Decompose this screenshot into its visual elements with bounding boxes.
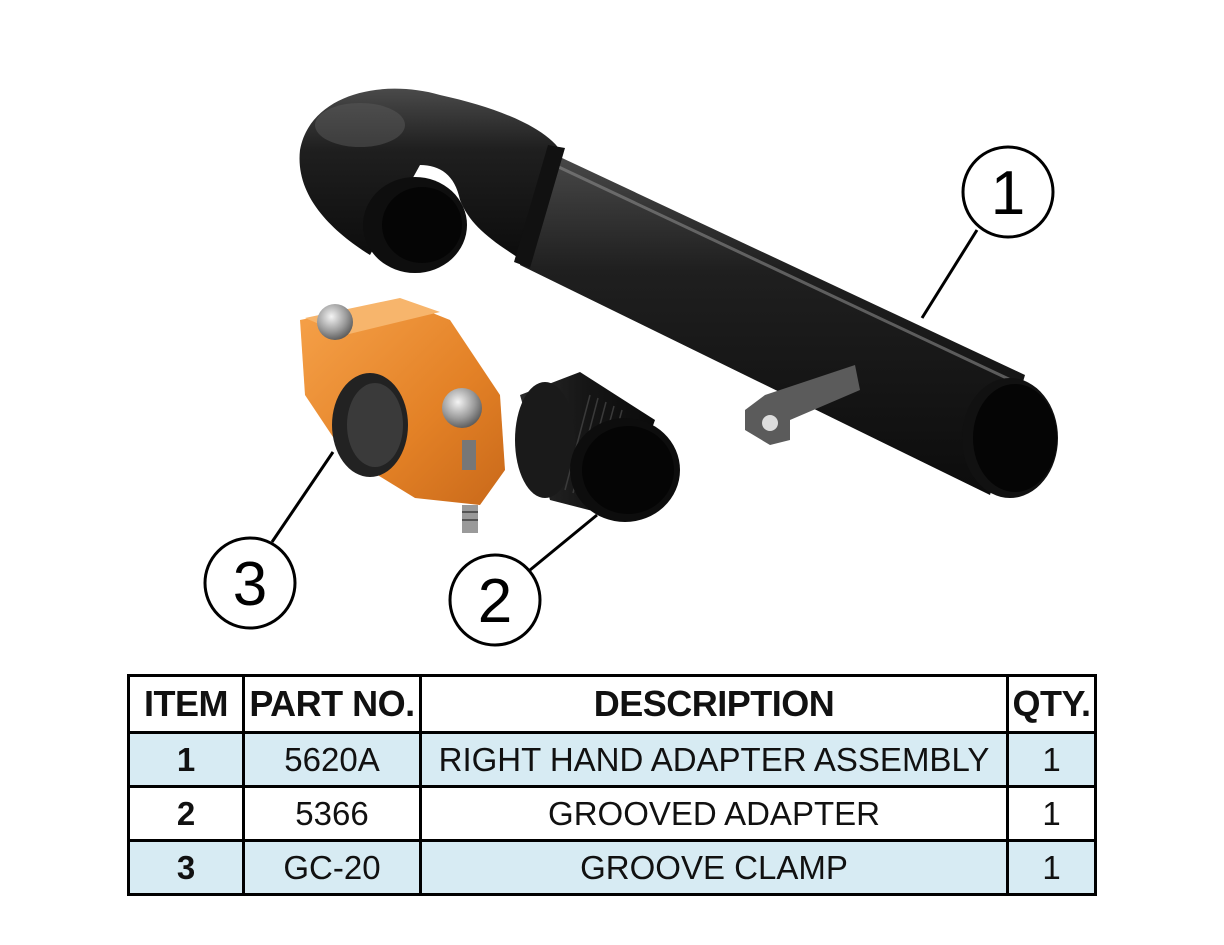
cell-qty: 1 (1006, 839, 1097, 896)
callout-3-leader (270, 451, 335, 543)
callout-2-leader (529, 513, 598, 572)
table-row: 3 GC-20 GROOVE CLAMP 1 (127, 839, 1097, 896)
table-row: 2 5366 GROOVED ADAPTER 1 (127, 785, 1097, 842)
table-row: 1 5620A RIGHT HAND ADAPTER ASSEMBLY 1 (127, 731, 1097, 788)
cell-description: GROOVE CLAMP (419, 839, 1009, 896)
groove-clamp-part (300, 298, 505, 533)
header-qty: QTY. (1006, 674, 1097, 734)
parts-illustration: 1 2 3 (203, 88, 1058, 647)
cell-qty: 1 (1006, 731, 1097, 788)
cell-part-no: 5366 (242, 785, 422, 842)
cell-item: 1 (127, 731, 245, 788)
grooved-adapter-part (515, 372, 680, 522)
cell-description: RIGHT HAND ADAPTER ASSEMBLY (419, 731, 1009, 788)
table-header-row: ITEM PART NO. DESCRIPTION QTY. (127, 674, 1097, 734)
header-part-no: PART NO. (242, 674, 422, 734)
cell-qty: 1 (1006, 785, 1097, 842)
cell-item: 2 (127, 785, 245, 842)
callout-1-leader (920, 229, 979, 319)
cell-part-no: GC-20 (242, 839, 422, 896)
header-description: DESCRIPTION (419, 674, 1009, 734)
callout-2: 2 (448, 553, 542, 647)
callout-1-number: 1 (991, 159, 1025, 228)
cell-item: 3 (127, 839, 245, 896)
callout-3-number: 3 (233, 550, 267, 619)
callout-2-number: 2 (478, 567, 512, 636)
adapter-assembly-part (299, 88, 1058, 498)
callout-3: 3 (203, 536, 297, 630)
callout-1: 1 (961, 145, 1055, 239)
header-item: ITEM (127, 674, 245, 734)
parts-table: ITEM PART NO. DESCRIPTION QTY. 1 5620A R… (127, 674, 1097, 896)
cell-description: GROOVED ADAPTER (419, 785, 1009, 842)
cell-part-no: 5620A (242, 731, 422, 788)
